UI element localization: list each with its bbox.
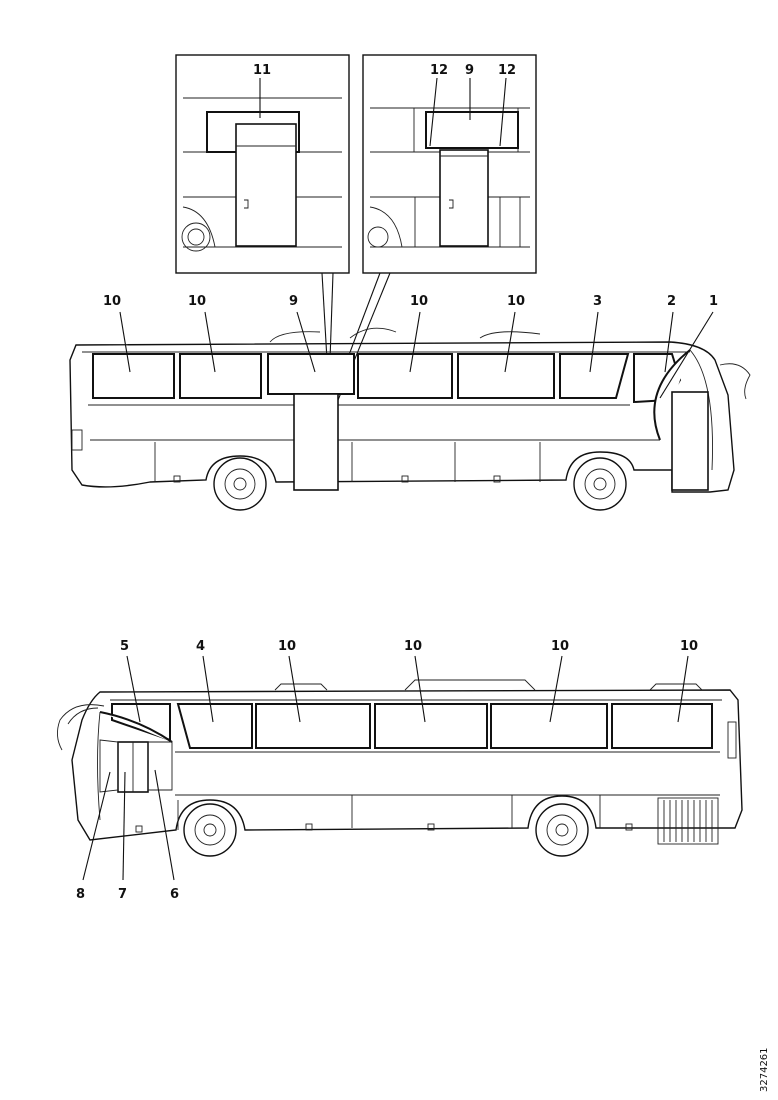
window-top-2 bbox=[179, 353, 262, 399]
bus-right-side-view bbox=[69, 327, 751, 511]
label-9-detail: 9 bbox=[465, 63, 474, 78]
inset-leader-left bbox=[321, 272, 328, 361]
window-top-1 bbox=[92, 353, 175, 399]
mirror-bottom bbox=[57, 704, 105, 751]
label-12-right: 12 bbox=[498, 63, 516, 78]
wheel-detail-right bbox=[367, 226, 389, 248]
window-top-5 bbox=[457, 353, 555, 399]
window-9 bbox=[425, 111, 519, 149]
detail-inset-right: 12 9 12 bbox=[362, 54, 537, 274]
window-top-4 bbox=[357, 353, 453, 399]
detail-inset-left: 11 bbox=[175, 54, 350, 274]
rear-wheel-bottom bbox=[535, 803, 589, 857]
label-bottom-4: 4 bbox=[196, 639, 205, 654]
label-11: 11 bbox=[253, 63, 271, 78]
window-top-6 bbox=[559, 353, 630, 399]
label-top-1: 1 bbox=[709, 294, 718, 309]
wheel-detail bbox=[181, 222, 211, 252]
label-bottom-7: 7 bbox=[118, 887, 127, 902]
label-bottom-5: 5 bbox=[120, 639, 129, 654]
front-door-top bbox=[671, 391, 709, 491]
label-12-left: 12 bbox=[430, 63, 448, 78]
windscreen-bottom bbox=[99, 711, 173, 743]
label-bottom-10c: 10 bbox=[551, 639, 569, 654]
middle-door-top bbox=[293, 393, 339, 491]
label-top-9: 9 bbox=[289, 294, 298, 309]
door-panel bbox=[235, 123, 297, 247]
window-bottom-10a bbox=[255, 703, 371, 749]
label-bottom-10a: 10 bbox=[278, 639, 296, 654]
window-bottom-10c bbox=[490, 703, 608, 749]
window-bottom-10d bbox=[611, 703, 713, 749]
bus-left-side-view bbox=[57, 679, 743, 857]
front-wheel-top bbox=[573, 457, 627, 511]
reference-code: 3274261 bbox=[759, 1047, 770, 1092]
label-top-2: 2 bbox=[667, 294, 676, 309]
label-bottom-6: 6 bbox=[170, 887, 179, 902]
window-bottom-4 bbox=[176, 703, 253, 749]
engine-grille bbox=[657, 797, 719, 845]
label-bottom-10b: 10 bbox=[404, 639, 422, 654]
front-wheel-bottom bbox=[183, 803, 237, 857]
label-bottom-10d: 10 bbox=[680, 639, 698, 654]
label-top-10d: 10 bbox=[507, 294, 525, 309]
mirror-top bbox=[719, 363, 751, 400]
label-top-10a: 10 bbox=[103, 294, 121, 309]
door-panel-right bbox=[439, 149, 489, 247]
label-top-10b: 10 bbox=[188, 294, 206, 309]
label-top-10c: 10 bbox=[410, 294, 428, 309]
window-bottom-10b bbox=[374, 703, 488, 749]
label-top-3: 3 bbox=[593, 294, 602, 309]
label-bottom-8: 8 bbox=[76, 887, 85, 902]
rear-wheel-top bbox=[213, 457, 267, 511]
